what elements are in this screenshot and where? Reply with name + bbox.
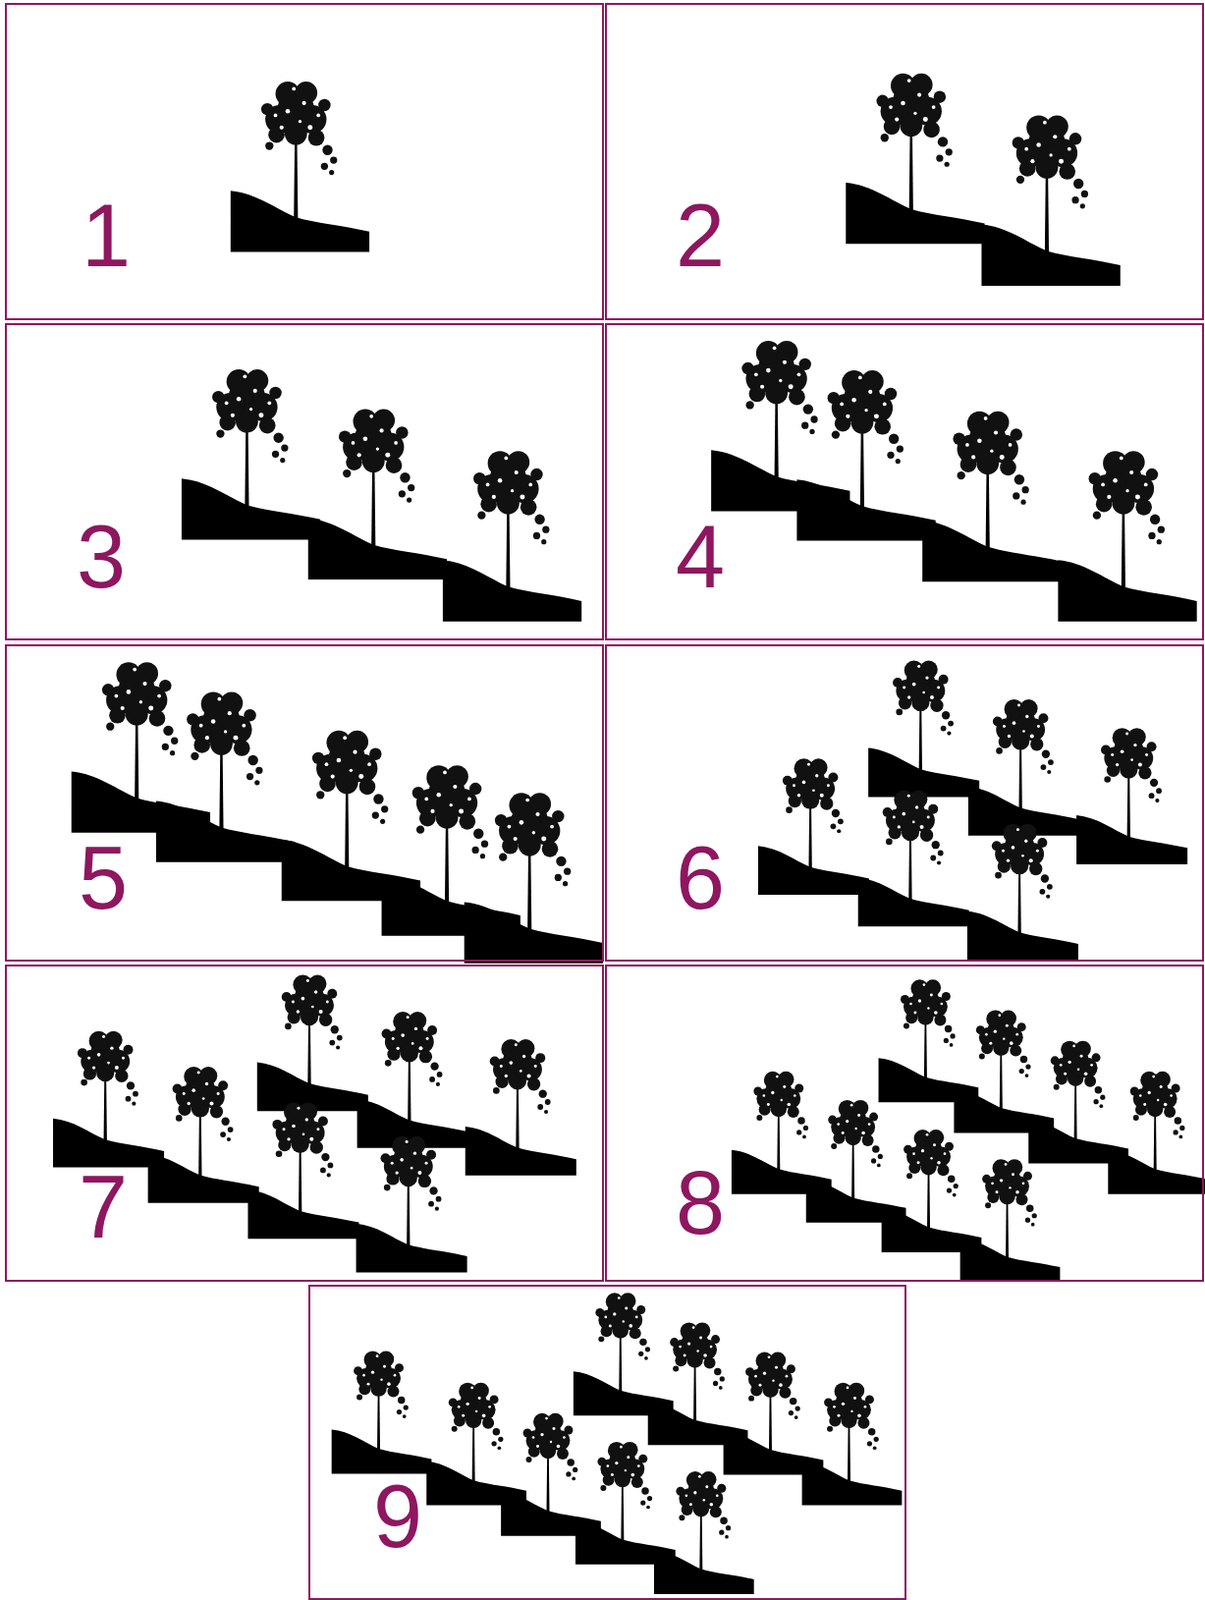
panel-box: 8 [604,964,1205,1282]
panel-box: 5 [4,644,604,962]
panel-number: 7 [78,1162,128,1252]
panel-number: 2 [675,191,725,280]
panel-number: 4 [675,512,725,602]
panel-number: 9 [373,1472,423,1561]
panel-number: 1 [81,191,131,280]
panel-box: 3 [4,323,604,641]
panel-box: 7 [4,964,604,1282]
panel-box: 2 [604,2,1205,321]
panel-box: 1 [4,2,604,321]
panel-box: 4 [604,323,1205,641]
panel-box: 9 [308,1284,907,1600]
panel-box: 6 [604,644,1205,962]
panel-number: 8 [675,1158,725,1248]
panel-number: 5 [78,833,128,923]
panel-number: 6 [675,833,725,923]
panel-number: 3 [76,512,126,602]
